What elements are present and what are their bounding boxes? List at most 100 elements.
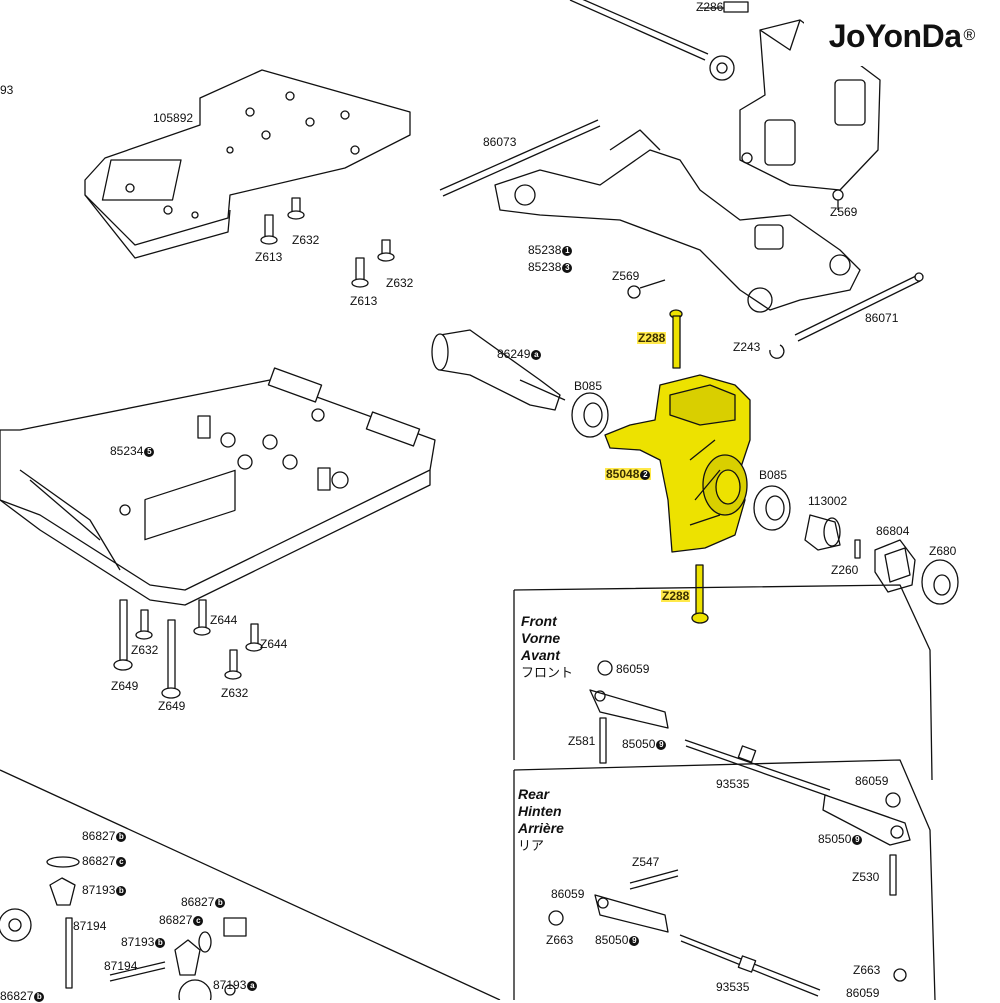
label-85050-c-text: 85050 <box>595 933 629 947</box>
brand-name: JoYonDa <box>828 17 962 54</box>
label-85234-text: 85234 <box>110 444 144 458</box>
label-86071: 86071 <box>865 311 899 325</box>
callout-86249: a <box>531 349 542 360</box>
rear-title-en: Rear <box>518 786 550 802</box>
rear-turnbuckle-set <box>548 869 907 997</box>
screw-z288-top <box>669 309 683 369</box>
label-z632-d: Z632 <box>221 686 249 700</box>
callout-86827-b: c <box>116 856 127 867</box>
pin-z260 <box>854 539 861 559</box>
label-87193-a-text: 87193 <box>82 883 116 897</box>
label-86073: 86073 <box>483 135 517 149</box>
callout-86827-a: b <box>116 831 127 842</box>
callout-86827-e: b <box>34 991 45 1002</box>
rear-title-nl: Hinten <box>518 803 562 819</box>
label-z288-top: Z288 <box>637 331 667 345</box>
label-105892: 105892 <box>153 111 194 125</box>
rear-title-fr: Arrière <box>518 820 564 836</box>
callout-85050-a: 9 <box>656 739 667 750</box>
label-z569-mid: Z569 <box>612 269 640 283</box>
label-z613-b: Z613 <box>350 294 378 308</box>
label-86059-d: 86059 <box>846 986 880 1000</box>
label-87194-a: 87194 <box>73 919 107 933</box>
label-85238-2-text: 85238 <box>528 260 562 274</box>
rear-section-title: Rear Hinten Arrière リア <box>518 786 564 854</box>
label-z581: Z581 <box>568 734 596 748</box>
front-turnbuckle-set <box>589 660 911 896</box>
label-86059-c: 86059 <box>551 887 585 901</box>
bearing-b085-left <box>571 392 609 438</box>
screws-top-plate <box>260 197 395 288</box>
callout-85048: 2 <box>640 469 651 480</box>
pin-86073 <box>439 119 601 197</box>
label-z613-a: Z613 <box>255 250 283 264</box>
label-z530: Z530 <box>852 870 880 884</box>
pin-86071 <box>794 272 924 342</box>
rear-section-box <box>513 759 936 1000</box>
callout-85238-2: 3 <box>562 262 573 273</box>
label-93535-a: 93535 <box>716 777 750 791</box>
label-87193-b-text: 87193 <box>121 935 155 949</box>
label-z286: Z286 <box>696 0 724 14</box>
label-z632-a: Z632 <box>292 233 320 247</box>
label-93535-b: 93535 <box>716 980 750 994</box>
label-z632-b: Z632 <box>386 276 414 290</box>
clip-z243 <box>769 344 785 359</box>
label-86804: 86804 <box>876 524 910 538</box>
chassis-plate-lower <box>0 367 436 606</box>
label-z644-a: Z644 <box>210 613 238 627</box>
label-86249-text: 86249 <box>497 347 531 361</box>
label-85050-a-text: 85050 <box>622 737 656 751</box>
label-z569-top: Z569 <box>830 205 858 219</box>
label-93: 93 <box>0 83 14 97</box>
label-z632-c: Z632 <box>131 643 159 657</box>
label-113002: 113002 <box>808 494 848 508</box>
hex-hub-86804 <box>874 539 916 593</box>
spacer-113002 <box>804 514 841 551</box>
callout-86827-c: b <box>215 897 226 908</box>
nut-z680 <box>921 559 959 605</box>
steering-knuckle-85048 <box>604 374 751 553</box>
label-85050-b-text: 85050 <box>818 832 852 846</box>
chassis-plate-top <box>84 69 411 259</box>
screws-lower-plate <box>113 599 263 699</box>
label-z243: Z243 <box>733 340 761 354</box>
callout-87193-a: b <box>116 885 127 896</box>
front-title-jp: フロント <box>521 665 574 680</box>
front-title-en: Front <box>521 613 557 629</box>
label-86059-a: 86059 <box>616 662 650 676</box>
label-z547: Z547 <box>632 855 660 869</box>
label-z649-b: Z649 <box>158 699 186 713</box>
label-87194-b: 87194 <box>104 959 138 973</box>
rear-title-jp: リア <box>518 838 545 853</box>
screw-z288-bottom <box>691 564 709 624</box>
label-86827-c-text: 86827 <box>181 895 215 909</box>
differential-parts <box>0 769 501 1000</box>
callout-85050-c: 9 <box>629 935 640 946</box>
label-z288-bottom: Z288 <box>661 589 691 603</box>
drive-cup-86249 <box>431 329 566 411</box>
label-z663-b: Z663 <box>853 963 881 977</box>
label-z649-a: Z649 <box>111 679 139 693</box>
drive-shaft-top <box>569 0 749 81</box>
bearing-b085-right <box>753 485 791 531</box>
label-b085-a: B085 <box>574 379 603 393</box>
label-86827-b-text: 86827 <box>82 854 116 868</box>
label-86827-e-text: 86827 <box>0 989 34 1003</box>
label-85238-1-text: 85238 <box>528 243 562 257</box>
front-title-nl: Vorne <box>521 630 561 646</box>
callout-85234: 5 <box>144 446 155 457</box>
callout-87193-c: a <box>247 980 258 991</box>
